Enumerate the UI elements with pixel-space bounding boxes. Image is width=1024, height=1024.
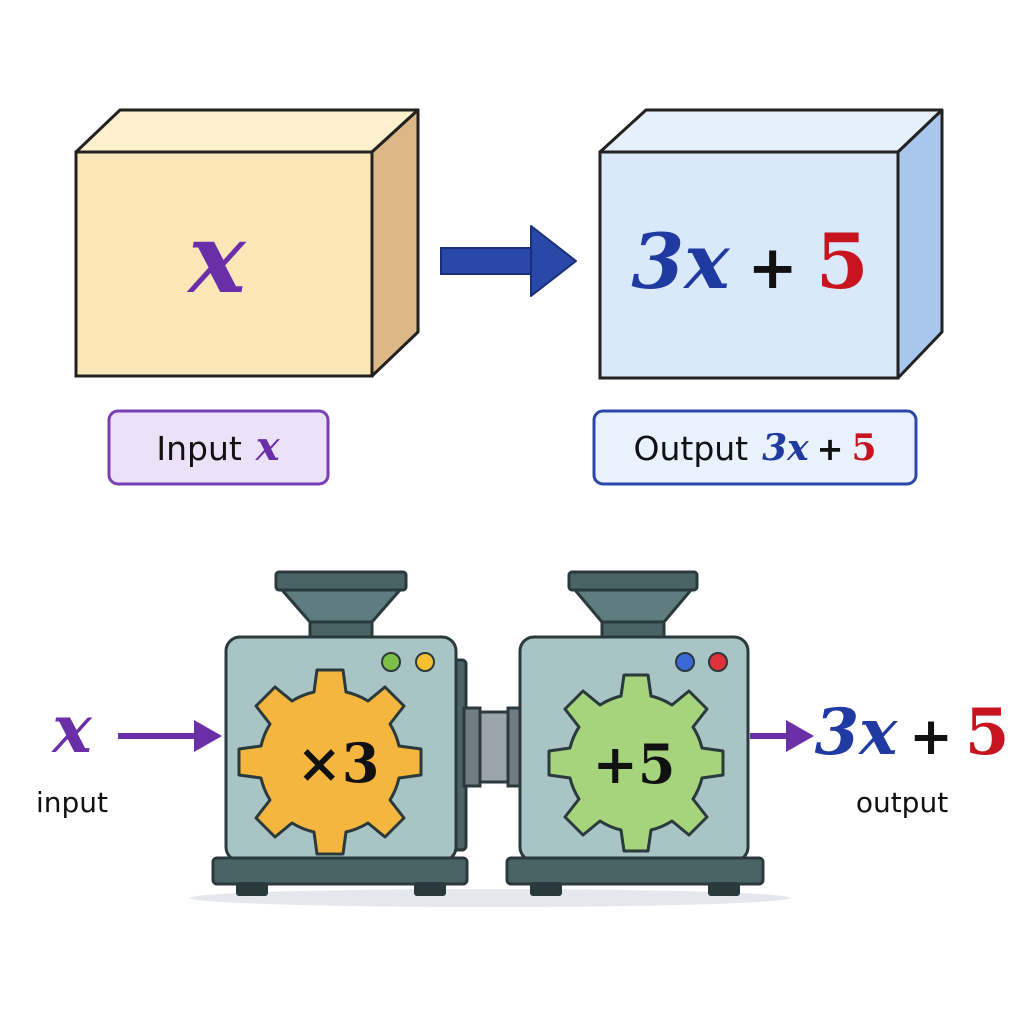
machine-add-label: +5 xyxy=(593,732,676,796)
bottom-output: 3x+5 output xyxy=(815,695,1010,819)
gear-multiply-icon xyxy=(237,668,423,856)
bottom-output-expression: 3x+5 xyxy=(815,695,1010,770)
connector-pipe xyxy=(462,706,526,788)
output-cube: 3x+5 xyxy=(598,108,944,380)
top-arrow xyxy=(440,225,577,297)
output-label-text: Output 3x+5 xyxy=(633,427,876,469)
input-label-word: Input xyxy=(156,429,242,468)
green-light-icon xyxy=(381,652,401,672)
output-label-word: Output xyxy=(633,429,748,468)
bottom-output-plus: + xyxy=(909,707,953,767)
input-cube: x xyxy=(74,108,420,378)
output-cube-constant: 5 xyxy=(816,217,869,306)
output-arrow xyxy=(750,720,814,752)
machine-multiply-label: ×3 xyxy=(297,731,380,795)
output-label-coef: 3x xyxy=(762,427,809,469)
bottom-output-coef: 3x xyxy=(815,695,899,770)
output-label-constant: 5 xyxy=(851,427,876,469)
bottom-input-symbol: x xyxy=(50,690,92,768)
machines-shadow xyxy=(190,889,790,907)
blue-light-icon xyxy=(675,652,695,672)
bottom-input: x input xyxy=(36,690,108,819)
output-cube-coef: 3x xyxy=(631,217,731,306)
input-label-symbol: x xyxy=(255,423,281,470)
bottom-output-caption: output xyxy=(856,786,948,819)
input-cube-symbol: x xyxy=(186,202,247,315)
bottom-output-constant: 5 xyxy=(965,695,1010,770)
output-cube-expression: 3x+5 xyxy=(631,217,868,306)
machine-add: +5 xyxy=(505,570,765,896)
output-cube-plus: + xyxy=(748,233,798,303)
gear-add-icon xyxy=(547,673,725,853)
output-label-plus: + xyxy=(817,430,844,468)
bottom-input-caption: input xyxy=(36,786,108,819)
output-label: Output 3x+5 xyxy=(592,409,918,486)
machine-multiply: ×3 xyxy=(211,570,469,896)
yellow-light-icon xyxy=(415,652,435,672)
red-light-icon xyxy=(708,652,728,672)
input-arrow xyxy=(118,720,222,752)
